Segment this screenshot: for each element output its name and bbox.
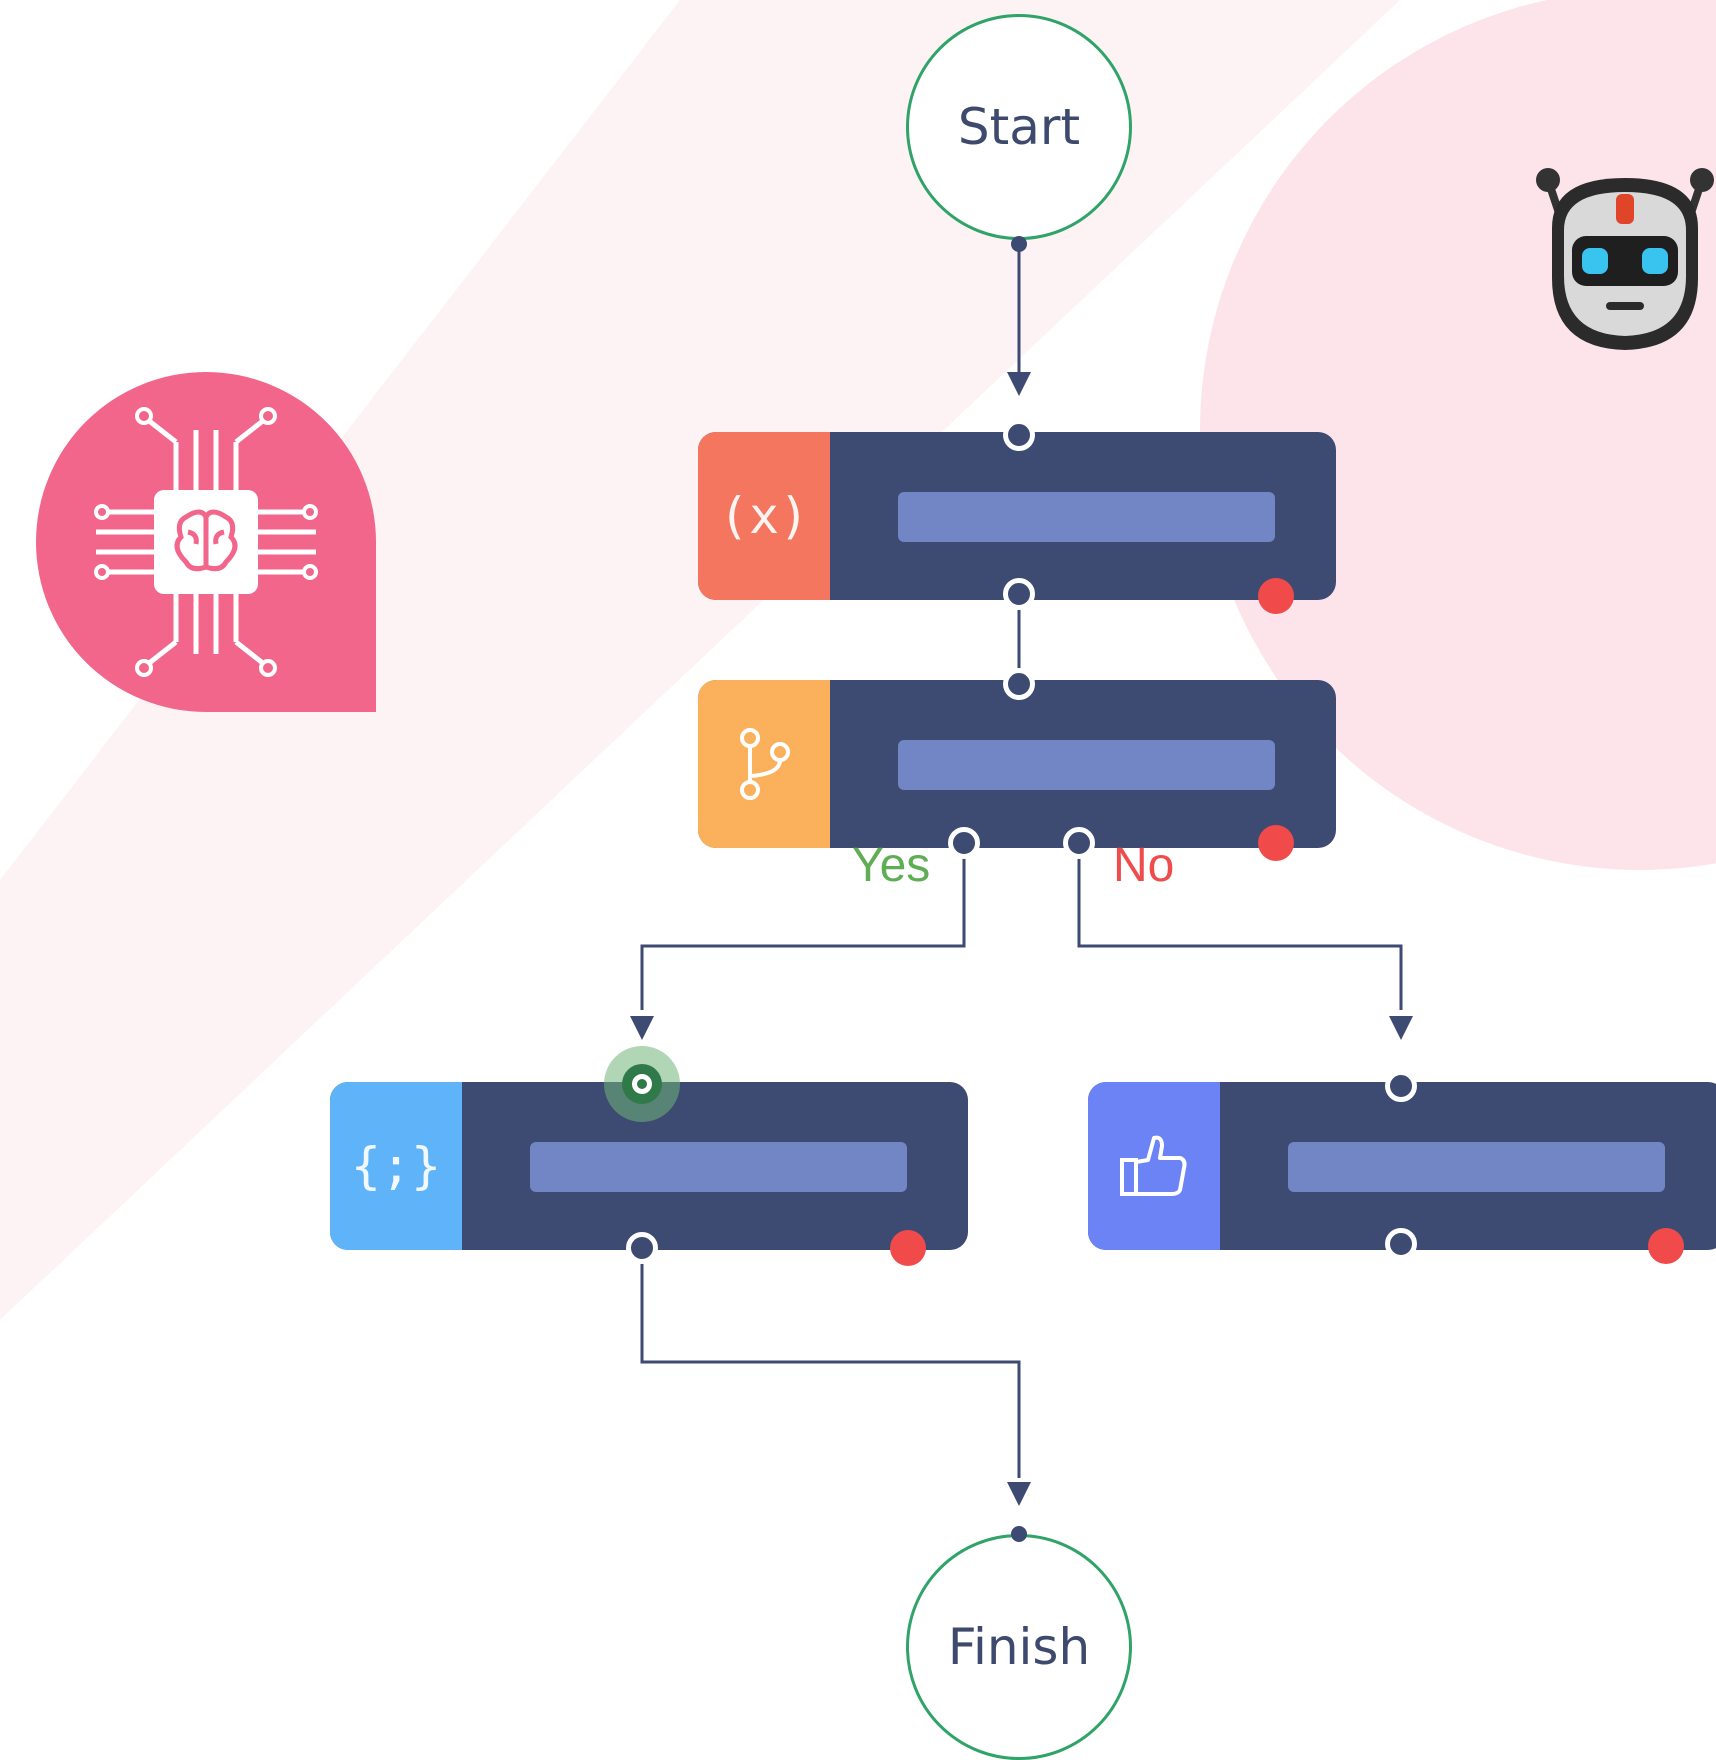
arrow-head bbox=[1007, 372, 1031, 396]
thumbs-up-icon bbox=[1088, 1082, 1220, 1250]
condition-input-port[interactable] bbox=[1003, 668, 1035, 700]
thumbs-up-icon-svg bbox=[1120, 1135, 1187, 1196]
finish-label: Finish bbox=[947, 1618, 1091, 1676]
ai-chip-brain-icon bbox=[36, 372, 376, 712]
finish-input-port[interactable] bbox=[1011, 1526, 1027, 1542]
approve-output-port[interactable] bbox=[1385, 1228, 1417, 1260]
finish-node[interactable]: Finish bbox=[906, 1534, 1132, 1760]
variable-node[interactable]: (x) bbox=[698, 432, 1336, 600]
variable-output-port[interactable] bbox=[1003, 578, 1035, 610]
yes-branch-label: Yes bbox=[852, 839, 931, 892]
variable-icon-glyph: (x) bbox=[718, 487, 810, 545]
approve-input-port[interactable] bbox=[1385, 1070, 1417, 1102]
start-node[interactable]: Start bbox=[906, 14, 1132, 240]
code-braces-icon: {;} bbox=[330, 1082, 462, 1250]
arrow-head bbox=[630, 1016, 654, 1040]
approve-status-indicator bbox=[1648, 1228, 1684, 1264]
approve-node[interactable] bbox=[1088, 1082, 1716, 1250]
condition-yes-port[interactable] bbox=[948, 827, 980, 859]
condition-status-indicator bbox=[1258, 825, 1294, 861]
code-node-title-bar[interactable] bbox=[530, 1142, 907, 1192]
variable-icon: (x) bbox=[698, 432, 830, 600]
condition-node-title-bar[interactable] bbox=[898, 740, 1275, 790]
wire-code-to-finish bbox=[640, 1248, 1021, 1478]
background-band bbox=[0, 0, 1400, 1320]
active-port-core bbox=[632, 1074, 652, 1094]
arrow-head bbox=[1389, 1016, 1413, 1040]
variable-node-title-bar[interactable] bbox=[898, 492, 1275, 542]
wire-yes-branch bbox=[640, 843, 966, 1010]
robot-head-icon bbox=[1536, 168, 1714, 350]
arrow-head bbox=[1007, 1482, 1031, 1506]
condition-no-port[interactable] bbox=[1063, 827, 1095, 859]
active-port-ring bbox=[622, 1064, 662, 1104]
condition-node[interactable] bbox=[698, 680, 1336, 848]
branch-icon-svg bbox=[740, 728, 790, 800]
code-output-port[interactable] bbox=[626, 1232, 658, 1264]
wire-no-branch bbox=[1077, 843, 1403, 1010]
variable-status-indicator bbox=[1258, 578, 1294, 614]
code-input-port-active[interactable] bbox=[604, 1046, 680, 1122]
variable-input-port[interactable] bbox=[1003, 419, 1035, 451]
start-label: Start bbox=[957, 98, 1081, 156]
approve-node-title-bar[interactable] bbox=[1288, 1142, 1665, 1192]
branch-icon bbox=[698, 680, 830, 848]
start-output-port[interactable] bbox=[1011, 236, 1027, 252]
no-branch-label: No bbox=[1113, 839, 1175, 892]
code-icon-glyph: {;} bbox=[350, 1137, 442, 1195]
code-status-indicator bbox=[890, 1230, 926, 1266]
